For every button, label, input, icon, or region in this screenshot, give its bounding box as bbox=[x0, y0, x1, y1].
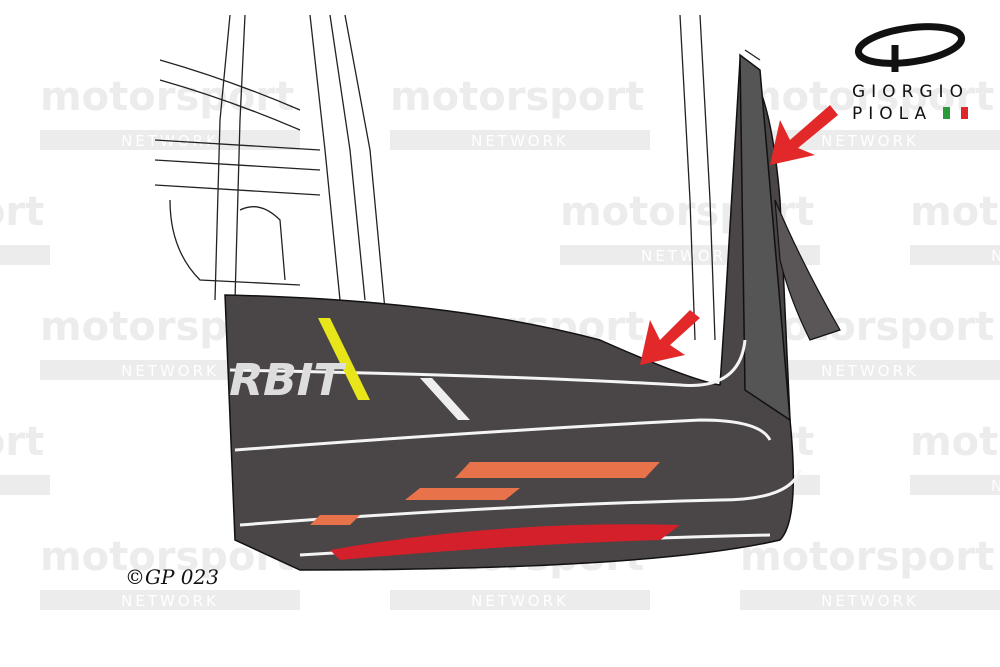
logo-line2: PIOLA bbox=[852, 104, 933, 124]
watermark-brand: motorsport bbox=[740, 534, 994, 580]
watermark-sub: NETWORK bbox=[121, 592, 219, 610]
watermark-bar bbox=[740, 360, 1000, 380]
mainplane bbox=[224, 58, 795, 571]
watermark-bar bbox=[40, 590, 300, 610]
endplate bbox=[739, 53, 791, 422]
red-arrow-bottom-icon bbox=[640, 310, 700, 365]
watermark-brand: motorsport bbox=[910, 419, 1000, 465]
logo-line1: GIORGIO bbox=[852, 82, 969, 102]
watermark-bar bbox=[910, 245, 1000, 265]
watermark-sub: NETWORK bbox=[821, 592, 919, 610]
watermark-sub: NETWORK bbox=[471, 132, 569, 150]
car-structure-lines bbox=[154, 14, 761, 341]
watermark-sub: NETWORK bbox=[821, 362, 919, 380]
watermark-brand: motorsport bbox=[0, 419, 44, 465]
endplate-fin bbox=[774, 199, 841, 341]
watermark-bar bbox=[390, 130, 650, 150]
watermark-sub: NETWORK bbox=[991, 477, 1000, 495]
watermark-sub: NETWORK bbox=[471, 592, 569, 610]
watermark-brand: motorsport bbox=[910, 189, 1000, 235]
watermark-bar bbox=[0, 245, 50, 265]
red-arrow-top-icon bbox=[770, 105, 838, 165]
watermark-bar bbox=[0, 475, 50, 495]
watermark-brand: motorsport bbox=[0, 189, 44, 235]
watermark-bar bbox=[910, 475, 1000, 495]
watermark-bar bbox=[390, 590, 650, 610]
livery-text: RBIT bbox=[224, 355, 349, 405]
watermark-brand: motorsport bbox=[390, 74, 644, 120]
watermark-sub: NETWORK bbox=[991, 247, 1000, 265]
livery-accents bbox=[310, 318, 680, 560]
watermark-sub: NETWORK bbox=[121, 362, 219, 380]
watermark-brand: motorsport bbox=[740, 74, 994, 120]
watermark-bar bbox=[740, 590, 1000, 610]
artist-signature: ©GP 023 bbox=[125, 565, 219, 589]
italian-flag-icon bbox=[943, 107, 968, 119]
watermark-sub: NETWORK bbox=[821, 132, 919, 150]
